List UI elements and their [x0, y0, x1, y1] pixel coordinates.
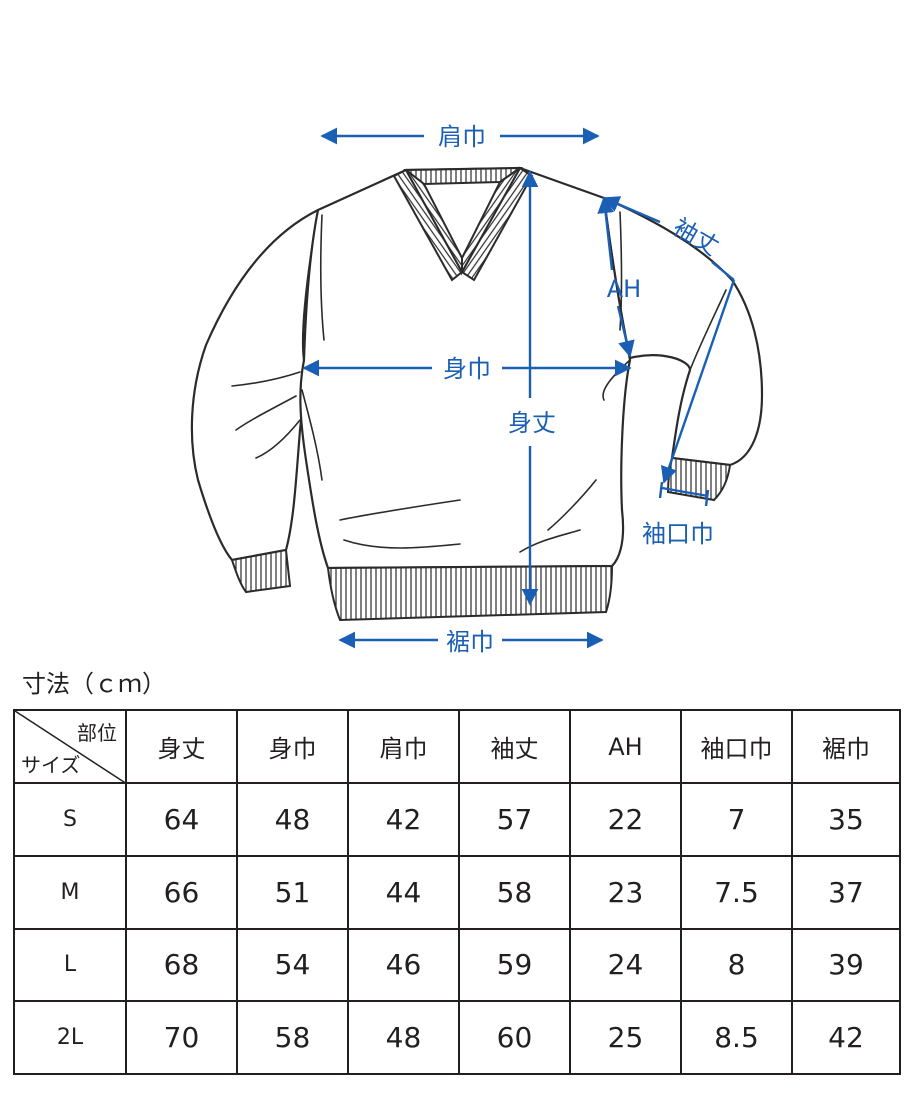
value-cell: 57: [458, 782, 571, 857]
unit-title: 寸法（ｃｍ）: [22, 670, 166, 698]
measurement-arrows: [302, 127, 736, 649]
size-cell: 2L: [13, 1000, 127, 1075]
label-chest-width: 身巾: [443, 355, 491, 383]
sweater-folds: [231, 211, 727, 553]
value-cell: 35: [791, 782, 901, 857]
table-header-cell: 袖丈: [458, 709, 571, 784]
value-cell: 44: [347, 854, 460, 930]
value-cell: 70: [125, 1000, 238, 1075]
corner-label-size: サイズ: [21, 753, 81, 777]
value-cell: 58: [458, 854, 571, 930]
table-header-cell: 肩巾: [347, 709, 460, 784]
corner-diagonal: [15, 711, 127, 784]
table-row: M 66 51 44 58 23 7.5 37: [13, 854, 901, 930]
value-cell: 58: [236, 1000, 349, 1075]
size-cell: S: [13, 782, 127, 857]
value-cell: 8.5: [680, 1000, 793, 1075]
value-cell: 64: [125, 782, 238, 857]
size-cell: L: [13, 927, 127, 1003]
size-cell: M: [13, 854, 127, 930]
value-cell: 66: [125, 854, 238, 930]
value-cell: 51: [236, 854, 349, 930]
label-cuff-width: 袖口巾: [642, 520, 714, 548]
sweater-outline: [190, 166, 764, 570]
value-cell: 42: [347, 782, 460, 857]
sweater-measurement-diagram: 肩巾 袖丈 AH 身巾 身丈 袖口巾 裾巾: [190, 123, 764, 656]
value-cell: 39: [791, 927, 901, 1003]
value-cell: 68: [125, 927, 238, 1003]
value-cell: 54: [236, 927, 349, 1003]
value-cell: 22: [569, 782, 682, 857]
table-header-cell: 袖口巾: [680, 709, 793, 784]
value-cell: 48: [236, 782, 349, 857]
value-cell: 48: [347, 1000, 460, 1075]
value-cell: 42: [791, 1000, 901, 1075]
table-corner-cell: 部位 サイズ: [13, 709, 127, 784]
table-row: 2L 70 58 48 60 25 8.5 42: [13, 1000, 901, 1075]
label-hem-width: 裾巾: [446, 628, 494, 656]
value-cell: 23: [569, 854, 682, 930]
value-cell: 37: [791, 854, 901, 930]
table-header-cell: 身巾: [236, 709, 349, 784]
corner-label-part: 部位: [77, 721, 117, 745]
table-row: S 64 48 42 57 22 7 35: [13, 782, 901, 857]
value-cell: 7: [680, 782, 793, 857]
label-armhole: AH: [607, 275, 641, 303]
value-cell: 25: [569, 1000, 682, 1075]
label-body-length: 身丈: [508, 409, 556, 437]
sweater-ribbing: [230, 166, 732, 622]
table-row: L 68 54 46 59 24 8 39: [13, 927, 901, 1003]
value-cell: 46: [347, 927, 460, 1003]
label-shoulder-width: 肩巾: [438, 123, 486, 151]
table-header-cell: AH: [569, 709, 682, 784]
value-cell: 59: [458, 927, 571, 1003]
value-cell: 7.5: [680, 854, 793, 930]
size-table: 部位 サイズ 身丈 身巾 肩巾 袖丈 AH 袖口巾 裾巾 S 64 48 42 …: [13, 709, 901, 1075]
table-header-cell: 裾巾: [791, 709, 901, 784]
value-cell: 24: [569, 927, 682, 1003]
table-header-row: 部位 サイズ 身丈 身巾 肩巾 袖丈 AH 袖口巾 裾巾: [13, 709, 901, 784]
value-cell: 8: [680, 927, 793, 1003]
table-header-cell: 身丈: [125, 709, 238, 784]
value-cell: 60: [458, 1000, 571, 1075]
